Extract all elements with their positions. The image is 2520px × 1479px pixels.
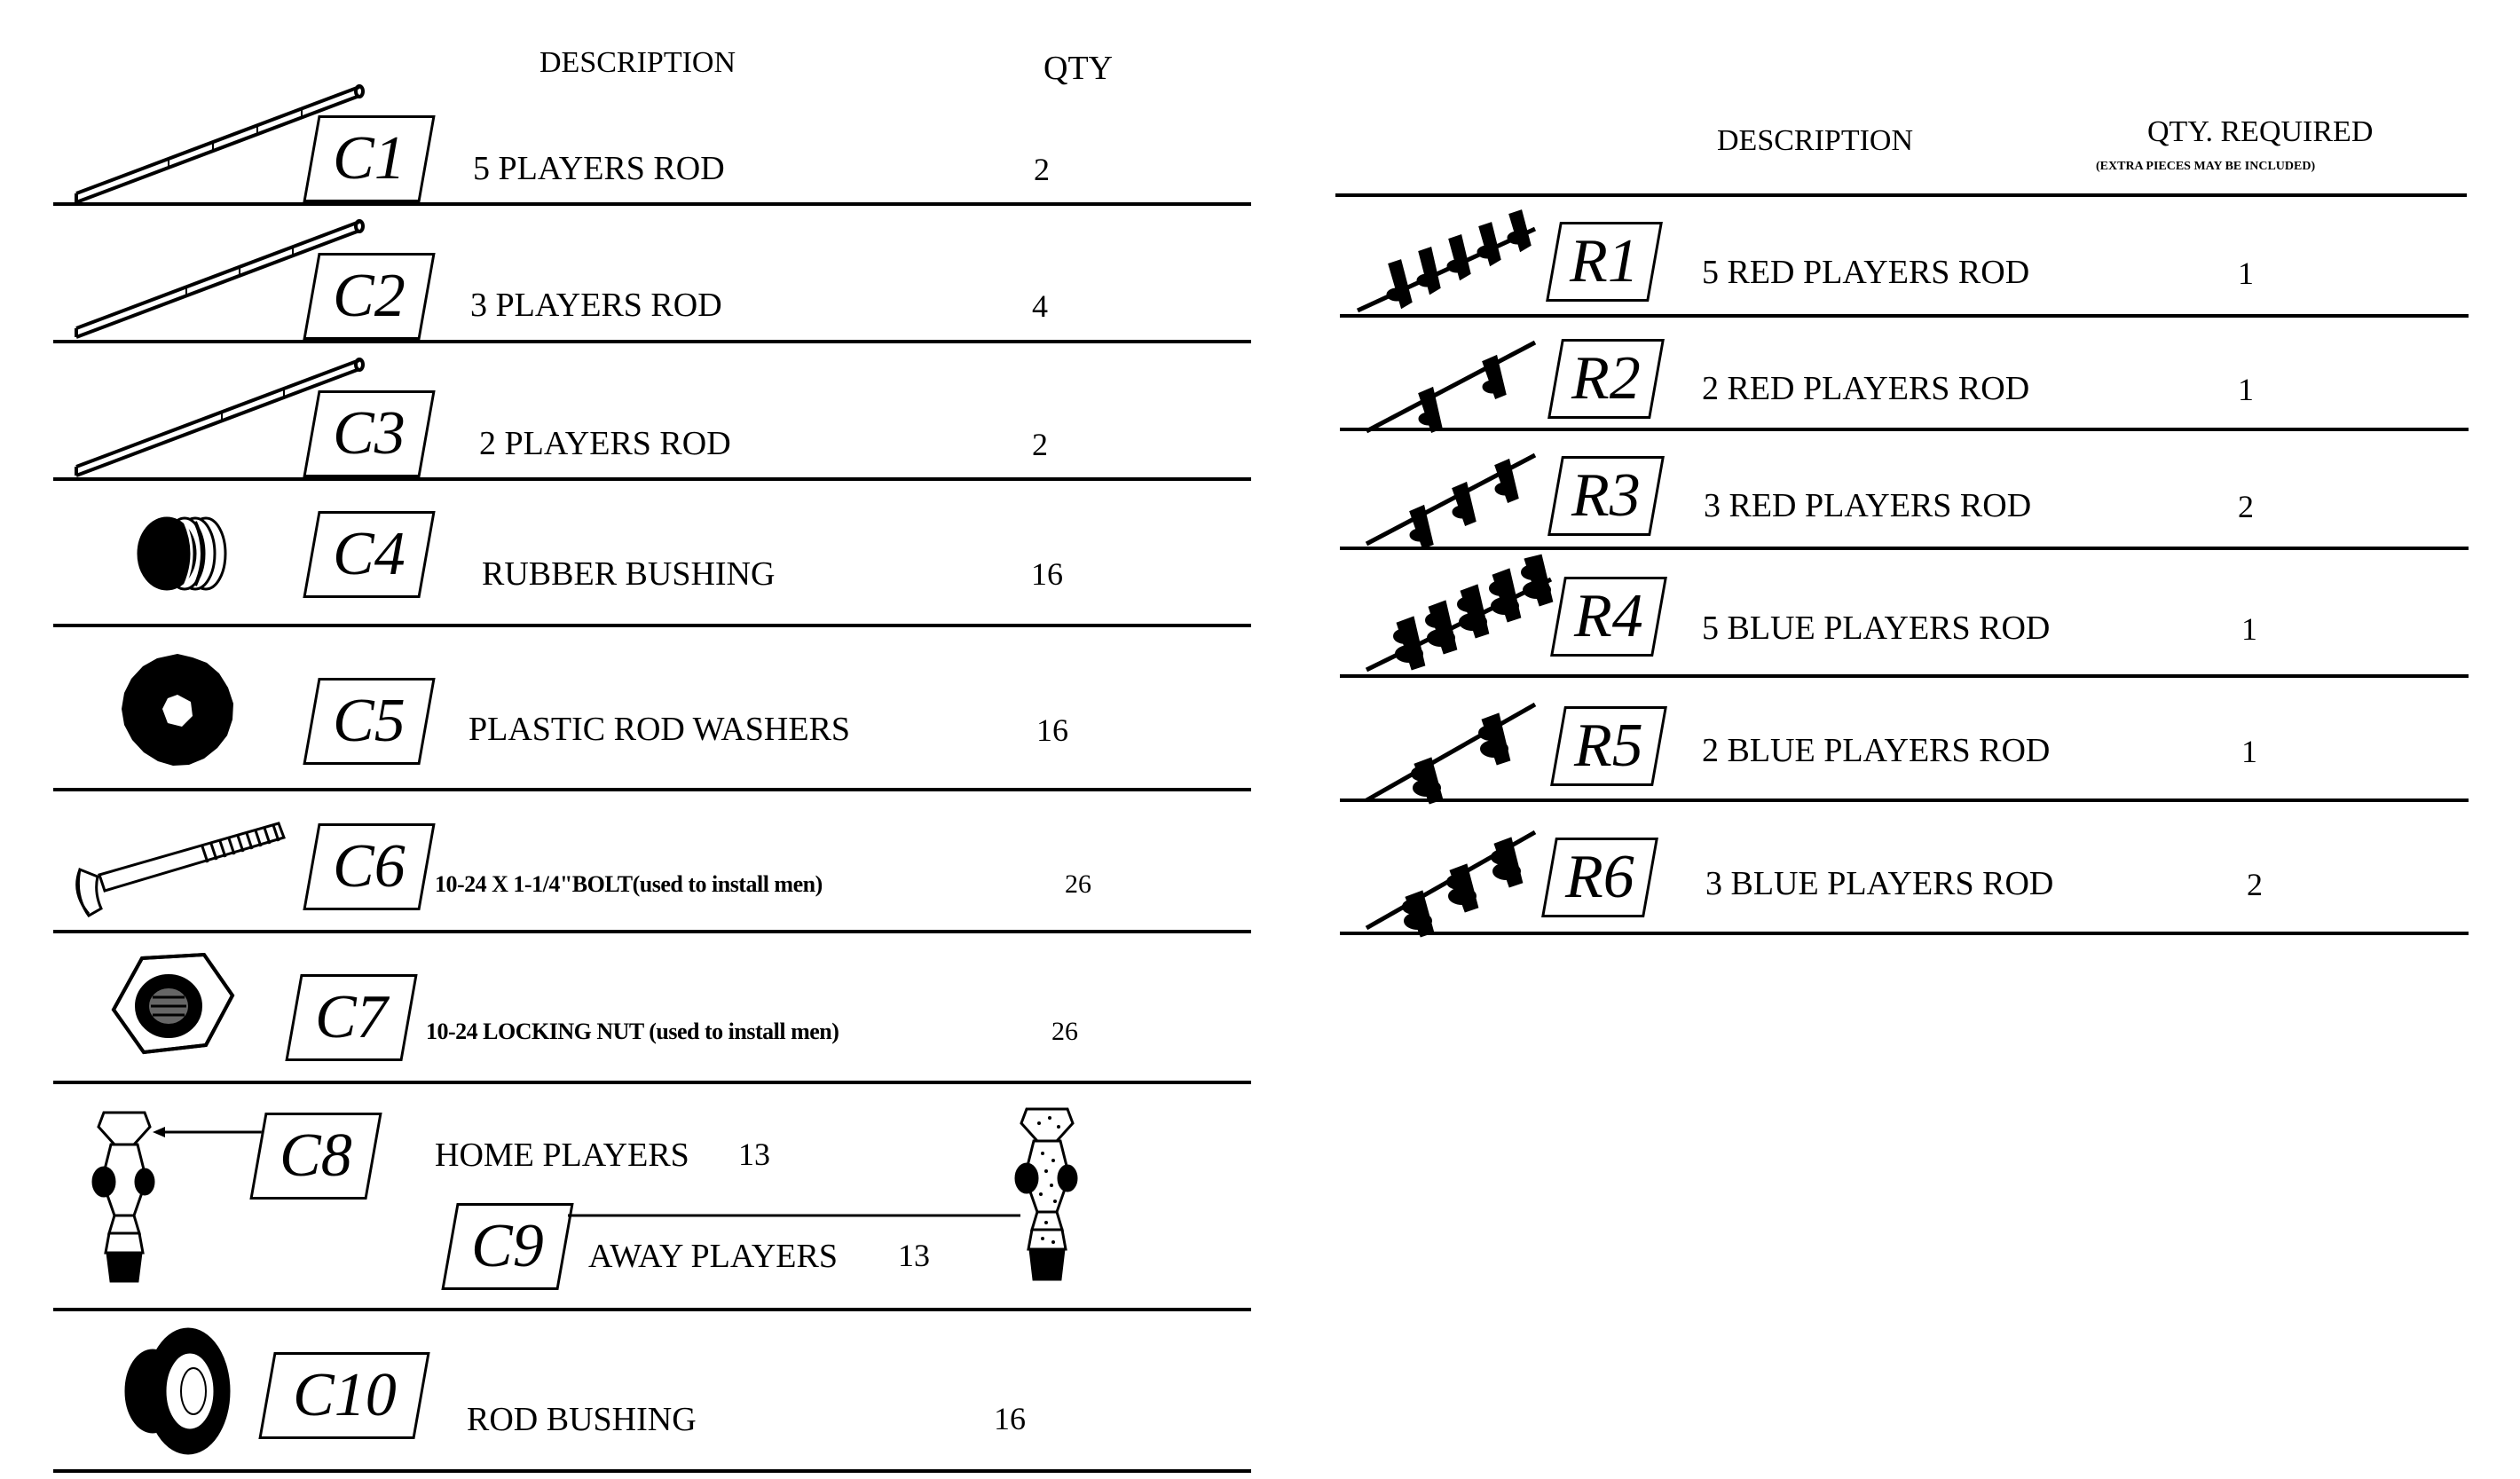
part-code-r3: R3 — [1547, 456, 1665, 536]
part-description-c4: RUBBER BUSHING — [482, 555, 776, 593]
part-qty-c10: 16 — [994, 1401, 1026, 1436]
part-description-c7: 10-24 LOCKING NUT (used to install men) — [426, 1019, 839, 1044]
part-qty-c6: 26 — [1065, 869, 1091, 899]
row-divider — [53, 202, 1251, 206]
part-qty-c4: 16 — [1031, 556, 1063, 592]
red-player-rod-icon — [1365, 452, 1537, 549]
bolt-icon — [75, 822, 286, 917]
row-divider — [1340, 547, 2469, 550]
rubber-bushing-icon — [137, 516, 227, 591]
part-description-c5: PLASTIC ROD WASHERS — [469, 711, 851, 748]
row-divider — [1340, 799, 2469, 802]
part-qty-r2: 1 — [2238, 372, 2254, 407]
row-divider — [53, 930, 1251, 933]
part-description-r1: 5 RED PLAYERS ROD — [1702, 254, 2030, 291]
row-divider — [1340, 674, 2469, 678]
part-code-r2: R2 — [1547, 339, 1665, 419]
part-description-r3: 3 RED PLAYERS ROD — [1704, 487, 2032, 524]
part-qty-c1: 2 — [1034, 152, 1050, 187]
part-qty-r3: 2 — [2238, 489, 2254, 524]
part-code-c5: C5 — [303, 678, 436, 765]
row-divider — [53, 1308, 1251, 1311]
rod-icon — [75, 358, 365, 477]
row-divider — [1340, 932, 2469, 935]
part-code-r6: R6 — [1541, 838, 1658, 917]
red-player-rod-icon — [1356, 209, 1537, 313]
right-header-qty-note: (EXTRA PIECES MAY BE INCLUDED) — [2096, 160, 2316, 173]
part-qty-r6: 2 — [2247, 867, 2263, 902]
part-code-c3: C3 — [303, 390, 436, 477]
part-qty-r5: 1 — [2241, 734, 2257, 769]
part-code-c7: C7 — [285, 974, 418, 1061]
part-description-c8: HOME PLAYERS — [435, 1137, 689, 1174]
blue-player-rod-icon — [1365, 554, 1554, 673]
row-divider — [53, 788, 1251, 791]
part-qty-r1: 1 — [2238, 256, 2254, 291]
washer-icon — [122, 654, 233, 766]
left-header-qty: QTY — [1043, 50, 1114, 87]
blue-player-rod-icon — [1365, 702, 1537, 805]
part-description-c1: 5 PLAYERS ROD — [473, 150, 725, 187]
rod-icon — [75, 84, 365, 204]
part-code-r1: R1 — [1546, 222, 1663, 302]
right-header-qty: QTY. REQUIRED — [2147, 115, 2374, 148]
right-header-description: DESCRIPTION — [1717, 124, 1914, 157]
part-qty-c5: 16 — [1036, 712, 1068, 748]
part-description-r5: 2 BLUE PLAYERS ROD — [1702, 732, 2051, 769]
row-divider — [53, 1081, 1251, 1084]
part-code-c10: C10 — [258, 1352, 430, 1439]
part-qty-c2: 4 — [1032, 288, 1048, 324]
part-description-c9: AWAY PLAYERS — [588, 1238, 838, 1275]
header-divider — [1335, 193, 2467, 197]
part-qty-c9: 13 — [898, 1238, 930, 1273]
part-code-c8: C8 — [249, 1113, 382, 1200]
part-code-r4: R4 — [1550, 577, 1667, 657]
row-divider — [53, 1469, 1251, 1473]
row-divider — [53, 624, 1251, 627]
away-player-icon — [1014, 1107, 1078, 1281]
part-code-c9: C9 — [441, 1203, 574, 1290]
part-code-c6: C6 — [303, 823, 436, 910]
part-code-c1: C1 — [303, 115, 436, 202]
home-player-icon — [91, 1111, 155, 1283]
red-player-rod-icon — [1365, 340, 1537, 434]
part-code-c2: C2 — [303, 253, 436, 340]
part-qty-r4: 1 — [2241, 611, 2257, 647]
part-description-r6: 3 BLUE PLAYERS ROD — [1705, 865, 2054, 902]
part-qty-c3: 2 — [1032, 427, 1048, 462]
row-divider — [1340, 428, 2469, 431]
part-description-c10: ROD BUSHING — [467, 1401, 697, 1438]
row-divider — [53, 340, 1251, 343]
blue-player-rod-icon — [1365, 830, 1537, 938]
leader-line — [568, 1214, 1020, 1217]
part-description-r2: 2 RED PLAYERS ROD — [1702, 370, 2030, 407]
part-description-r4: 5 BLUE PLAYERS ROD — [1702, 610, 2051, 647]
part-description-c3: 2 PLAYERS ROD — [479, 425, 731, 462]
part-description-c2: 3 PLAYERS ROD — [470, 287, 722, 324]
part-description-c6: 10-24 X 1-1/4"BOLT(used to install men) — [435, 871, 823, 897]
rod-icon — [75, 219, 365, 339]
part-qty-c8: 13 — [738, 1137, 770, 1172]
part-code-c4: C4 — [303, 511, 436, 598]
row-divider — [53, 477, 1251, 481]
part-qty-c7: 26 — [1051, 1017, 1078, 1046]
row-divider — [1340, 314, 2469, 318]
part-code-r5: R5 — [1550, 706, 1667, 786]
locking-nut-icon — [111, 952, 235, 1055]
left-header-description: DESCRIPTION — [539, 46, 736, 79]
rod-bushing-icon — [124, 1327, 231, 1455]
